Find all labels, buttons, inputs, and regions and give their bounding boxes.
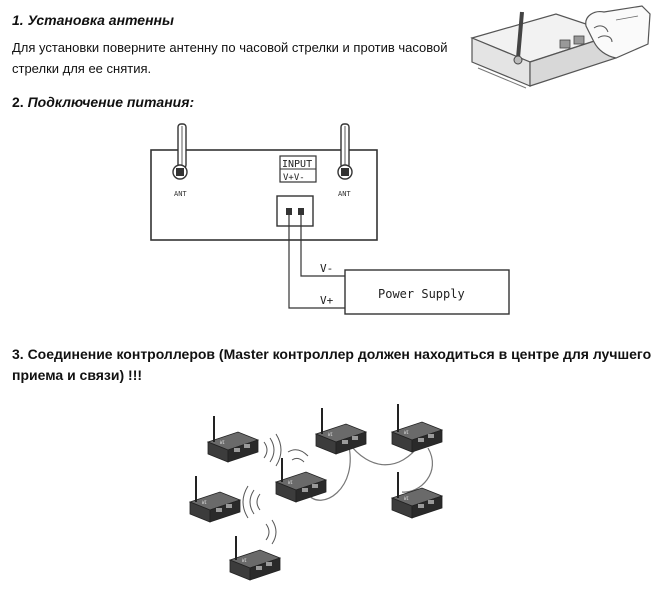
master-controller (275, 458, 327, 503)
section-1-text: Для установки поверните антенну по часов… (12, 40, 448, 76)
controllers-network-illustration: WI (189, 404, 443, 581)
device-enclosure (150, 149, 378, 241)
section-2-title: Подключение питания: (27, 94, 195, 110)
vminus-label: V- (320, 262, 333, 275)
ant-label-right: ANT (338, 190, 351, 198)
power-connector (276, 195, 314, 227)
section-1-heading: 1. Установка антенны (12, 12, 174, 28)
antenna-install-illustration (466, 4, 654, 96)
section-3-heading: 3. Соединение контроллеров (Master контр… (12, 346, 652, 383)
right-antenna (337, 123, 353, 180)
power-supply-box (344, 269, 510, 315)
input-pins-label: V+V- (283, 173, 305, 183)
left-antenna (172, 123, 188, 180)
section-2-number: 2. (12, 94, 24, 110)
input-label: INPUT (282, 159, 312, 170)
vplus-label: V+ (320, 294, 334, 307)
power-supply-label: Power Supply (378, 287, 465, 301)
power-wiring-diagram: ANT ANT INPUT V+V- V- V+ Power Supply (150, 123, 510, 315)
wireless-waves (242, 433, 309, 545)
wire-vminus (300, 215, 345, 277)
ant-label-left: ANT (174, 190, 187, 198)
section-2-heading: 2. Подключение питания: (12, 94, 194, 110)
wire-vplus (288, 215, 345, 309)
